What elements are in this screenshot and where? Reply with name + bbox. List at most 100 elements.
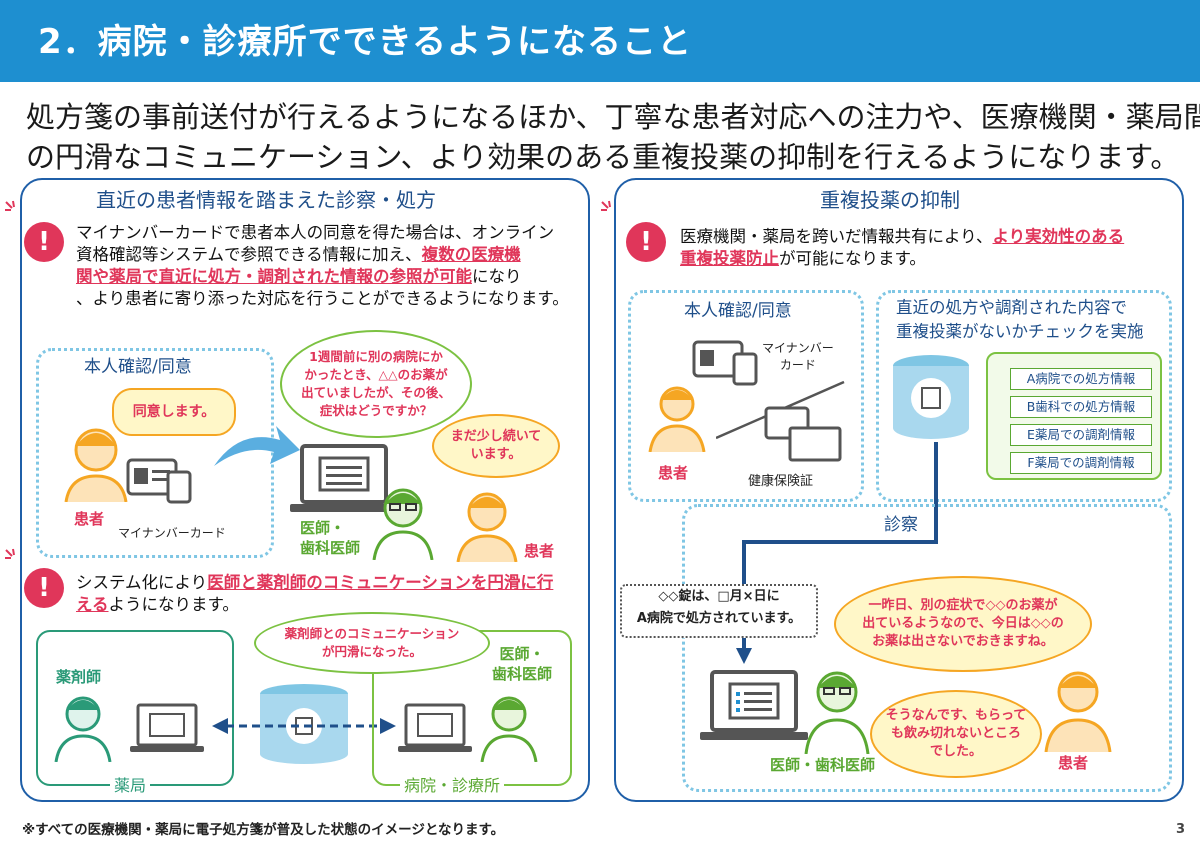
exam-doctor-label: 医師・歯科医師 [770,756,876,774]
pharmacy-label: 薬局 [110,772,151,796]
screen-message-line: A病院で処方されています。 [636,611,802,626]
clinic-doctor-line: 医師・ [499,645,545,663]
exam-doctor-line: 一昨日、別の症状で◇◇のお薬が [868,598,1058,613]
laptop-icon [290,444,398,512]
right-card-label: マイナンバーカード [762,340,834,374]
left-patient-label-2: 患者 [524,542,555,560]
clinic-doctor-label: 医師・歯科医師 [492,644,552,684]
check-title-line: 重複投薬がないかチェックを実施 [896,322,1144,341]
spark-icon [5,548,15,559]
right-point-highlight-b: 重複投薬防止 [680,249,779,268]
lead-line-1: 処方箋の事前送付が行えるようになるほか、丁寧な患者対応への注力や、医療機関・薬局… [26,100,1200,134]
pharmacist-icon [54,696,112,762]
check-box [876,290,1172,502]
patient-icon [1044,671,1112,752]
left-point-2-text-b: ようになります。 [108,595,239,614]
left-point-1-highlight-a: 複数の医療機 [421,245,521,264]
doctor-bubble-line: 1週間前に別の病院にか [309,349,443,364]
insurance-card-icon [764,406,842,462]
spark-icon [601,200,611,211]
exam-patient-line: も飲み切れないところ [890,726,1021,741]
doctor-bubble-line: 出ていましたが、その後、 [301,385,451,400]
patient-speech-bubble: そうなんです、もらっても飲み切れないところでした。 [870,690,1042,778]
page-number: 3 [1176,822,1186,837]
left-card-label: マイナンバーカード [118,526,226,540]
alert-icon: ! [626,222,666,262]
page-title: 2．病院・診療所でできるようになること [38,22,692,62]
info-item-a: A病院での処方情報 [1010,368,1152,390]
right-point-highlight-a: より実効性のある [992,227,1125,246]
right-patient-label: 患者 [658,464,689,482]
screen-message-line: ◇◇錠は、□月×日に [658,589,780,604]
exam-patient-line: そうなんです、もらって [885,708,1027,723]
exam-patient-line: でした。 [929,744,982,759]
left-point-1-highlight-b: 関や薬局で直近に処方・調剤された情報の参照が可能 [76,267,472,286]
left-doctor-label: 医師・歯科医師 [300,518,360,558]
left-point-1-text-b: 資格確認等システムで参照できる情報に加え、 [76,245,422,264]
screen-message: ◇◇錠は、□月×日に A病院で処方されています。 [620,584,818,638]
left-consent-label: 本人確認/同意 [80,352,196,377]
info-item-e: E薬局での調剤情報 [1010,424,1152,446]
patient-bubble-line: まだ少し続いて [450,429,542,444]
left-point-2-highlight-b: える [76,595,109,614]
left-consent-box [36,348,274,558]
patient-icon [456,492,518,562]
database-icon [893,355,969,439]
exam-doctor-line: お薬は出さないでおきますね。 [872,634,1054,649]
arrow-icon [214,426,300,466]
patient-icon [64,428,128,502]
exam-patient-label: 患者 [1058,754,1089,772]
patient-speech-bubble: まだ少し続いています。 [432,414,560,478]
card-label-line: マイナンバー [762,341,834,355]
exam-doctor-line: 出ているようなので、今日は◇◇の [862,616,1064,631]
laptop-icon [130,703,204,752]
alert-icon: ! [24,568,64,608]
left-point-1-text-d: 、より患者に寄り添った対応を行うことができるようになります。 [76,289,569,308]
clinic-bubble-line: が円滑になった。 [321,644,422,659]
right-consent-label: 本人確認/同意 [680,296,796,321]
doctor-speech-bubble: 1週間前に別の病院にかかったとき、△△のお薬が出ていましたが、その後、症状はどう… [280,330,472,438]
left-point-1-text-a: マイナンバーカードで患者本人の同意を得た場合は、オンライン [76,223,555,242]
clinic-doctor-line: 歯科医師 [492,665,553,683]
left-point-2: システム化により医師と薬剤師のコミュニケーションを円滑に行 えるようになります。 [76,572,576,616]
left-point-2-text-a: システム化により [76,573,208,592]
alert-icon: ! [24,222,64,262]
card-label-line: カード [779,358,816,372]
id-card-icon [126,458,192,504]
doctor-icon [480,696,538,762]
laptop-icon [398,703,472,752]
laptop-icon [700,670,808,740]
left-point-2-highlight-a: 医師と薬剤師のコミュニケーションを円滑に行 [207,573,554,592]
right-point-text-a: 医療機関・薬局を跨いだ情報共有により、 [680,227,993,246]
info-item-f: F薬局での調剤情報 [1010,452,1152,474]
right-point-text-b: が可能になります。 [779,249,926,268]
id-card-icon [692,340,758,386]
check-box-title: 直近の処方や調剤された内容で重複投薬がないかチェックを実施 [896,296,1144,344]
check-title-line: 直近の処方や調剤された内容で [896,298,1127,317]
right-point: 医療機関・薬局を跨いだ情報共有により、より実効性のある 重複投薬防止が可能になり… [680,226,1170,270]
patient-icon [648,386,706,452]
left-panel-title: 直近の患者情報を踏まえた診察・処方 [96,188,436,212]
doctor-bubble-line: 症状はどうですか？ [319,403,433,418]
clinic-speech-bubble: 薬剤師とのコミュニケーションが円滑になった。 [254,612,490,674]
right-panel-title: 重複投薬の抑制 [820,188,960,212]
doctor-label-line: 歯科医師 [300,539,361,557]
insurance-label: 健康保険証 [748,474,814,489]
doctor-speech-bubble: 一昨日、別の症状で◇◇のお薬が出ているようなので、今日は◇◇のお薬は出さないでお… [834,576,1092,672]
doctor-label-line: 医師・ [300,519,346,537]
clinic-label: 病院・診療所 [400,772,505,796]
lead-line-2: の円滑なコミュニケーション、より効果のある重複投薬の抑制を行えるようになります。 [26,140,1180,174]
pharmacist-label: 薬剤師 [56,668,102,686]
consent-bubble: 同意します。 [112,388,236,436]
doctor-bubble-line: かったとき、△△のお薬が [304,367,448,382]
doctor-icon [372,488,434,560]
left-patient-label: 患者 [74,510,105,528]
info-item-b: B歯科での処方情報 [1010,396,1152,418]
spark-icon [5,200,15,211]
clinic-bubble-line: 薬剤師とのコミュニケーション [284,626,460,641]
patient-bubble-line: います。 [470,447,522,462]
header-bar [0,0,1200,82]
doctor-icon [804,671,870,754]
exam-label: 診察 [880,510,922,535]
footnote: ※すべての医療機関・薬局に電子処方箋が普及した状態のイメージとなります。 [22,822,505,838]
